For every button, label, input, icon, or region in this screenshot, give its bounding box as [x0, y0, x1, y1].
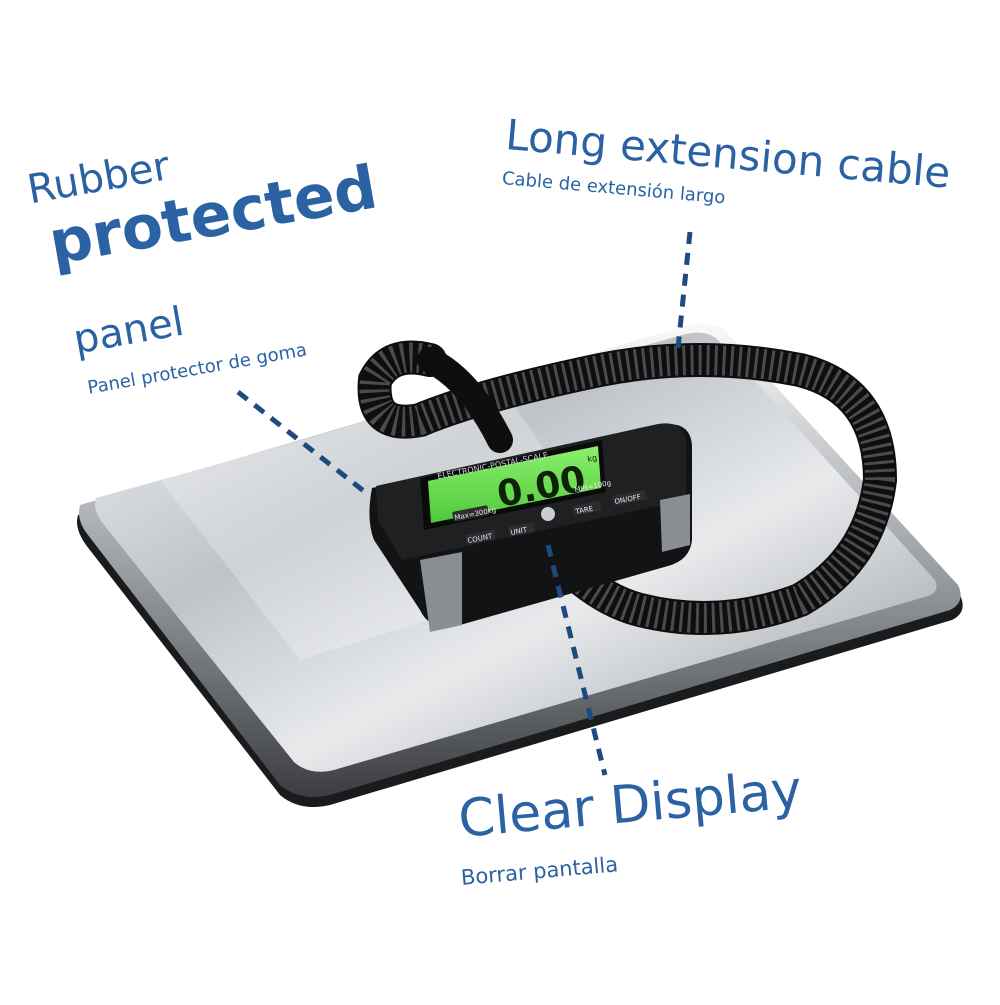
unit-button[interactable]	[508, 522, 536, 537]
unit-indicator: kg	[587, 453, 598, 464]
indicator-head: ELECTRONIC-POSTAL-SCALE 0.00 kg Max=300k…	[369, 423, 692, 632]
max-capacity-plate	[452, 505, 489, 522]
tare-button-label: TARE	[574, 505, 594, 516]
callout-pointers	[236, 231, 693, 776]
unit-button-label: UNIT	[510, 526, 529, 537]
on-off-button[interactable]	[612, 489, 647, 506]
display-pointer-line	[545, 544, 608, 776]
tare-button[interactable]	[572, 501, 602, 516]
count-button[interactable]	[465, 529, 497, 545]
rubber-pointer-line	[236, 390, 367, 494]
cable-connector-knob	[541, 507, 555, 521]
coiled-cable	[357, 340, 898, 635]
lcd-screen	[428, 446, 601, 523]
